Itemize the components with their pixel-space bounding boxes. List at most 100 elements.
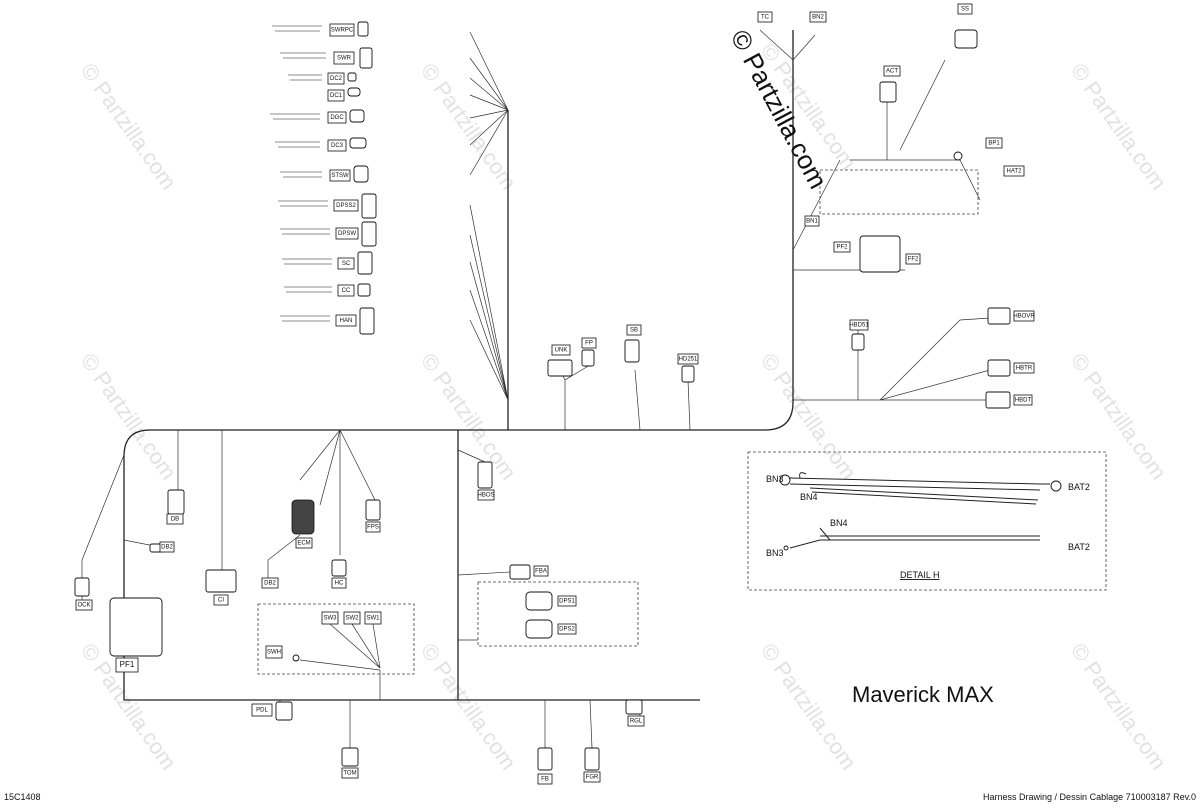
- connector-FGR: FGR: [583, 747, 601, 783]
- switch-SW1: SW1: [364, 611, 382, 625]
- svg-text:SWR: SWR: [337, 56, 352, 62]
- svg-text:ACT: ACT: [886, 69, 898, 75]
- model-title: Maverick MAX: [852, 682, 994, 707]
- watermark-text: © Partzilla.com: [1066, 59, 1172, 195]
- label-bn4-bot: BN4: [830, 518, 848, 528]
- connector-ACT: ACT: [879, 65, 901, 103]
- connector-FB: FB: [537, 747, 553, 785]
- detail-title: DETAIL H: [900, 570, 940, 580]
- watermark-text: © Partzilla.com: [1066, 349, 1172, 485]
- svg-text:DPSS2: DPSS2: [336, 203, 356, 209]
- label-bat2-top: BAT2: [1068, 482, 1090, 492]
- svg-text:BN2: BN2: [812, 15, 824, 21]
- top-right-branch: TC BN2 SS ACT BP1 HAT2 BN1 PF2 FF2: [757, 3, 1025, 273]
- lower-mid-branch: FBA DPS1 DPS2: [457, 564, 639, 647]
- connector-HC: HC: [331, 559, 347, 589]
- connector-DPS1: DPS1: [525, 591, 577, 611]
- connector-DC1: DC1: [327, 87, 361, 102]
- svg-text:HBTR: HBTR: [1016, 366, 1033, 372]
- svg-text:DC3: DC3: [331, 143, 344, 149]
- connector-SWRPC: SWRPC: [272, 21, 369, 37]
- connector-DPSS2: DPSS2: [278, 193, 377, 219]
- watermark-text: © Partzilla.com: [756, 639, 862, 775]
- connector-HAT2: HAT2: [1003, 165, 1025, 177]
- bottom-branch: PDL TOM FB FGR RGL: [251, 699, 645, 785]
- connector-HBOVR: HBOVR: [987, 307, 1035, 325]
- connector-DB: DB: [166, 489, 185, 525]
- svg-text:CC: CC: [342, 288, 351, 294]
- svg-text:FBA: FBA: [535, 569, 547, 575]
- watermark-text: © Partzilla.com: [76, 59, 182, 195]
- watermark-text: © Partzilla.com: [1066, 639, 1172, 775]
- drawing-id: 15C1408: [4, 792, 41, 802]
- label-bat2-bot: BAT2: [1068, 542, 1090, 552]
- connector-SB: SB: [624, 324, 642, 363]
- connector-RGL: RGL: [625, 699, 645, 727]
- connector-TOM: TOM: [341, 747, 359, 779]
- svg-text:STSW: STSW: [331, 173, 349, 179]
- connector-BN1: BN1: [804, 215, 820, 227]
- svg-text:SW3: SW3: [323, 616, 337, 622]
- svg-text:SB: SB: [630, 328, 638, 334]
- svg-text:PF1: PF1: [120, 660, 135, 669]
- connector-PDL: PDL: [251, 701, 293, 721]
- switch-SW3: SW3: [321, 611, 339, 625]
- label-bn3-bot: BN3: [766, 548, 784, 558]
- label-bn3-top: BN3: [766, 474, 784, 484]
- connector-SWR: SWR: [280, 47, 373, 69]
- svg-text:BN1: BN1: [806, 219, 818, 225]
- connector-OCK: OCK: [74, 577, 93, 611]
- connector-DC2: DC2: [288, 72, 357, 85]
- connector-SC: SC: [282, 251, 373, 275]
- svg-text:DC1: DC1: [330, 93, 343, 99]
- connector-PF1: PF1: [109, 597, 163, 673]
- watermark-text: © Partzilla.com: [416, 59, 522, 195]
- svg-text:HBOS: HBOS: [477, 493, 494, 499]
- svg-text:FB: FB: [541, 777, 549, 783]
- connector-DB2-mid: DB2: [261, 577, 279, 589]
- svg-text:HAN: HAN: [340, 318, 353, 324]
- svg-text:OCK: OCK: [77, 603, 90, 609]
- connector-HBDT: HBDT: [985, 391, 1033, 409]
- svg-text:SS: SS: [961, 7, 969, 13]
- connector-HD251: HD251: [677, 353, 699, 383]
- svg-text:RGL: RGL: [630, 719, 643, 725]
- svg-text:FP: FP: [585, 341, 593, 347]
- connector-DGC: DGC: [270, 109, 365, 124]
- connector-UNK: UNK: [547, 344, 573, 377]
- connector-SS: SS: [954, 3, 978, 49]
- connector-HAN: HAN: [280, 307, 375, 335]
- svg-text:FPS: FPS: [367, 525, 379, 531]
- connector-FP: FP: [581, 337, 597, 367]
- svg-text:DB: DB: [171, 517, 179, 523]
- connector-DPS2: DPS2: [525, 619, 577, 639]
- svg-text:PF2: PF2: [836, 245, 848, 251]
- connector-HBOS: HBOS: [477, 461, 495, 501]
- svg-text:HD251: HD251: [679, 357, 698, 363]
- svg-text:DPS2: DPS2: [559, 627, 575, 633]
- svg-text:SWRPC: SWRPC: [331, 28, 354, 34]
- svg-text:SW2: SW2: [345, 616, 359, 622]
- svg-text:DC2: DC2: [330, 76, 343, 82]
- connector-FBA: FBA: [509, 564, 549, 580]
- svg-text:UNK: UNK: [555, 348, 568, 354]
- connector-FF2: FF2: [905, 253, 921, 265]
- svg-text:CI: CI: [218, 598, 224, 604]
- top-left-branch: SWRPC SWR DC2 DC1 DGC DC3 STSW DPSS2 DPS…: [270, 21, 509, 401]
- connector-CI: CI: [205, 569, 237, 606]
- svg-text:HBOVR: HBOVR: [1013, 314, 1035, 320]
- switch-cluster: SWH SW3 SW2 SW1: [257, 603, 415, 700]
- svg-text:DB2: DB2: [264, 581, 276, 587]
- connector-ECM: ECM: [291, 499, 315, 549]
- connector-HBD51: HBD51: [849, 319, 869, 351]
- connector-BP1: BP1: [953, 137, 1003, 161]
- switch-SW2: SW2: [343, 611, 361, 625]
- connector-DB2-left: DB2: [149, 541, 175, 553]
- svg-text:DGC: DGC: [330, 115, 344, 121]
- connector-DPSW: DPSW: [280, 221, 377, 247]
- switch-SWH: SWH: [265, 645, 300, 662]
- svg-text:BP1: BP1: [988, 141, 1000, 147]
- svg-text:HBD51: HBD51: [849, 323, 869, 329]
- connector-FPS: FPS: [365, 499, 381, 533]
